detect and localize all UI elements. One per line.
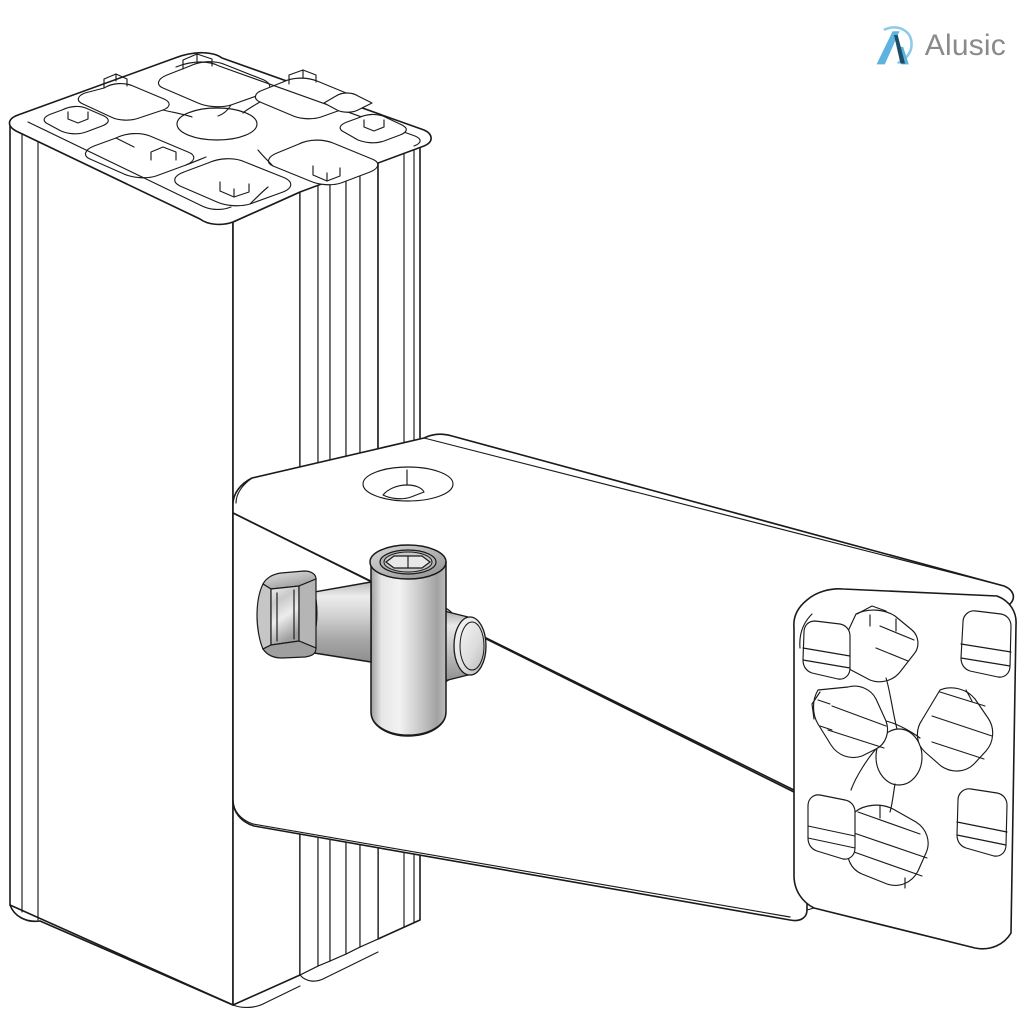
vertical-center-bore xyxy=(176,107,258,141)
hex-socket-icon xyxy=(369,544,447,580)
horizontal-slot-bottom xyxy=(847,804,929,886)
vertical-profile-top-endface xyxy=(8,51,432,226)
horizontal-profile-endface xyxy=(793,588,1017,950)
horizontal-corner-pocket-ne xyxy=(960,610,1012,678)
anchor-cylinder-body xyxy=(370,561,447,737)
horizontal-slot-right xyxy=(916,687,994,772)
horizontal-corner-pocket-se xyxy=(956,788,1008,857)
vertical-slot-mouth-ne xyxy=(323,92,373,113)
anchor-fastener xyxy=(256,544,487,737)
vertical-corner-pocket-e xyxy=(339,113,407,144)
alusic-mark-icon xyxy=(876,26,913,65)
t-nut-head-icon xyxy=(256,570,317,659)
access-hole-icon xyxy=(362,466,454,502)
vertical-profile-left-face xyxy=(9,124,234,1006)
vertical-corner-pocket-w xyxy=(43,105,109,135)
horizontal-corner-pocket-nw xyxy=(802,620,851,680)
vertical-slot-sw-cavity xyxy=(84,132,195,179)
alusic-wordmark: Alusic xyxy=(924,29,1006,62)
alusic-logo: Alusic xyxy=(871,18,1006,74)
horizontal-center-bore xyxy=(875,728,923,786)
